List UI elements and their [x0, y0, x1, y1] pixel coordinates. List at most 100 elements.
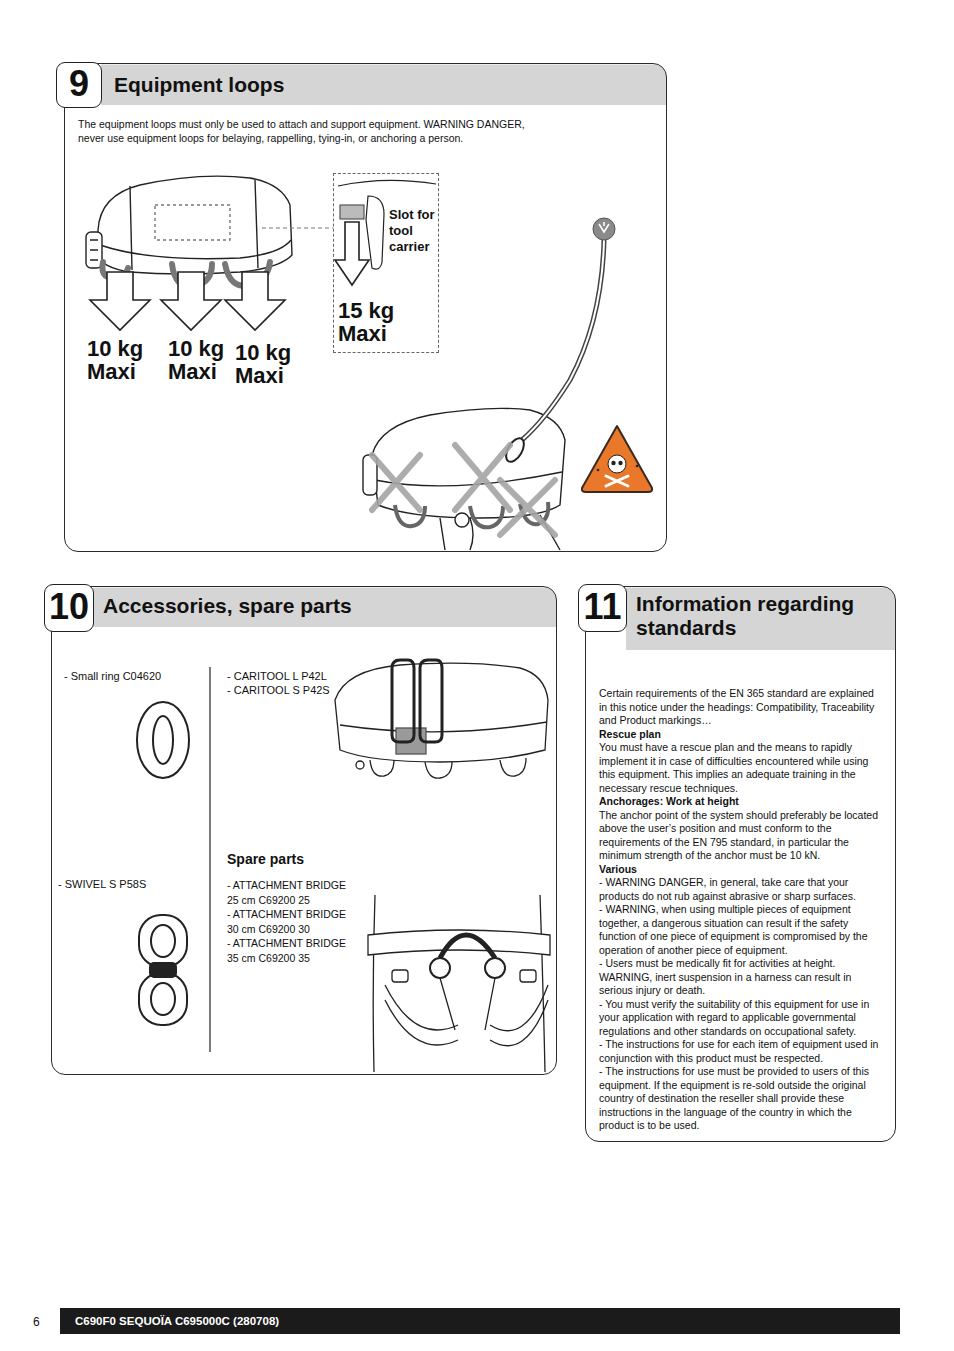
small-ring — [153, 716, 173, 764]
forbidden-cross — [372, 445, 555, 535]
harness-drawing — [385, 985, 548, 1031]
anchor-ring — [593, 218, 615, 240]
part-name: - ATTACHMENT BRIDGE 30 cm C69200 30 — [227, 907, 357, 936]
anchor-ring — [593, 218, 615, 240]
footer-bar: C690F0 SEQUOÏA C695000C (280708) — [60, 1308, 900, 1334]
harness-drawing — [86, 232, 102, 268]
danger-symbol — [636, 465, 639, 468]
part-name: - CARITOOL L P42L — [227, 669, 327, 683]
part-name: - Small ring C04620 — [64, 669, 161, 683]
page-number: 6 — [33, 1315, 40, 1329]
harness-drawing — [440, 978, 495, 1030]
paragraph: The anchor point of the system should pr… — [599, 809, 884, 863]
subheading: Spare parts — [227, 851, 304, 868]
harness-drawing — [368, 895, 550, 1072]
swivel — [139, 973, 187, 1025]
swivel — [139, 915, 187, 1025]
danger-symbol — [608, 455, 626, 473]
section-number: 10 — [44, 584, 94, 632]
section-heading: Equipment loops — [114, 73, 534, 97]
section-heading: Accessories, spare parts — [103, 594, 523, 618]
harness-drawing — [90, 240, 98, 260]
harness-drawing — [485, 958, 505, 978]
heading-band — [93, 588, 556, 628]
rope — [522, 240, 604, 440]
harness-drawing — [155, 205, 230, 240]
harness-drawing — [455, 513, 469, 527]
rope — [502, 240, 604, 465]
section-number: 9 — [56, 62, 102, 108]
forbidden-cross — [455, 445, 510, 510]
harness-drawing — [392, 970, 408, 982]
harness-drawing — [392, 660, 414, 742]
harness-drawing — [356, 761, 364, 769]
swivel — [139, 915, 187, 967]
warning-note: The equipment loops must only be used to… — [78, 118, 538, 145]
text-column: Certain requirements of the EN 365 stand… — [599, 687, 884, 1133]
harness-drawing — [430, 958, 450, 978]
danger-symbol — [582, 426, 652, 492]
harness-drawing — [520, 970, 536, 982]
paragraph: - You must verify the suitability of thi… — [599, 998, 884, 1039]
load-arrow — [90, 222, 369, 330]
harness-drawing — [130, 180, 258, 270]
rope — [522, 240, 604, 440]
tool-carrier-slot — [338, 180, 436, 186]
heading-band — [626, 588, 895, 651]
paragraph: Certain requirements of the EN 365 stand… — [599, 687, 884, 728]
tool-carrier-slot — [340, 205, 364, 219]
danger-symbol — [597, 469, 600, 472]
load-arrow — [225, 272, 285, 330]
heading-band — [101, 65, 666, 106]
subheading: Various — [599, 863, 884, 877]
harness-drawing — [385, 1000, 548, 1046]
harness-drawing — [335, 660, 548, 778]
harness-drawing — [440, 935, 495, 958]
section-panel: Information regarding standardsCertain r… — [585, 586, 896, 1142]
danger-symbol — [611, 461, 615, 465]
tool-carrier-slot-box: Slot for tool carrier15 kg Maxi — [333, 173, 439, 353]
danger-symbol — [582, 426, 652, 492]
section-number-text: 9 — [57, 63, 101, 105]
slot-caption: Slot for tool carrier — [389, 207, 437, 255]
swivel — [150, 963, 176, 977]
swivel — [151, 983, 175, 1015]
part-name: - ATTACHMENT BRIDGE 35 cm C69200 35 — [227, 936, 357, 965]
subheading: Anchorages: Work at height — [599, 795, 884, 809]
divider-line — [209, 667, 210, 1052]
harness-drawing — [425, 762, 452, 778]
load-limit: 10 kg Maxi — [235, 341, 297, 387]
small-ring — [137, 702, 189, 778]
harness-drawing — [98, 176, 292, 274]
paragraph: You must have a rescue plan and the mean… — [599, 741, 884, 795]
harness-drawing — [86, 176, 292, 274]
forbidden-cross — [500, 480, 555, 535]
paragraph: - Users must be medically fit for activi… — [599, 957, 884, 998]
paragraph: - The instructions for use for each item… — [599, 1038, 884, 1065]
harness-drawing — [368, 930, 550, 955]
leader-line — [262, 228, 333, 229]
load-arrow — [90, 272, 150, 330]
section-number-text: 11 — [579, 586, 626, 628]
part-name: - SWIVEL S P58S — [58, 877, 146, 891]
small-ring — [137, 702, 189, 778]
harness-drawing — [370, 760, 394, 776]
harness-drawing — [500, 758, 526, 776]
part-name: - CARITOOL S P42S — [227, 683, 330, 697]
load-limit: 10 kg Maxi — [168, 337, 230, 383]
anchor-ring — [599, 222, 609, 232]
load-arrow — [161, 272, 221, 330]
forbidden-cross — [372, 455, 420, 510]
tool-carrier-slot — [338, 180, 436, 269]
load-limit: 10 kg Maxi — [87, 337, 149, 383]
paragraph: - WARNING, when using multiple pieces of… — [599, 903, 884, 957]
section-panel: Accessories, spare parts10 — [51, 586, 557, 1075]
danger-symbol — [606, 476, 628, 486]
part-name: - ATTACHMENT BRIDGE 25 cm C69200 25 — [227, 878, 357, 907]
section-panel: Equipment loopsThe equipment loops must … — [64, 63, 667, 552]
swivel — [151, 925, 175, 957]
danger-symbol — [618, 461, 622, 465]
harness-drawing — [420, 660, 442, 742]
section-number-text: 10 — [45, 586, 93, 628]
